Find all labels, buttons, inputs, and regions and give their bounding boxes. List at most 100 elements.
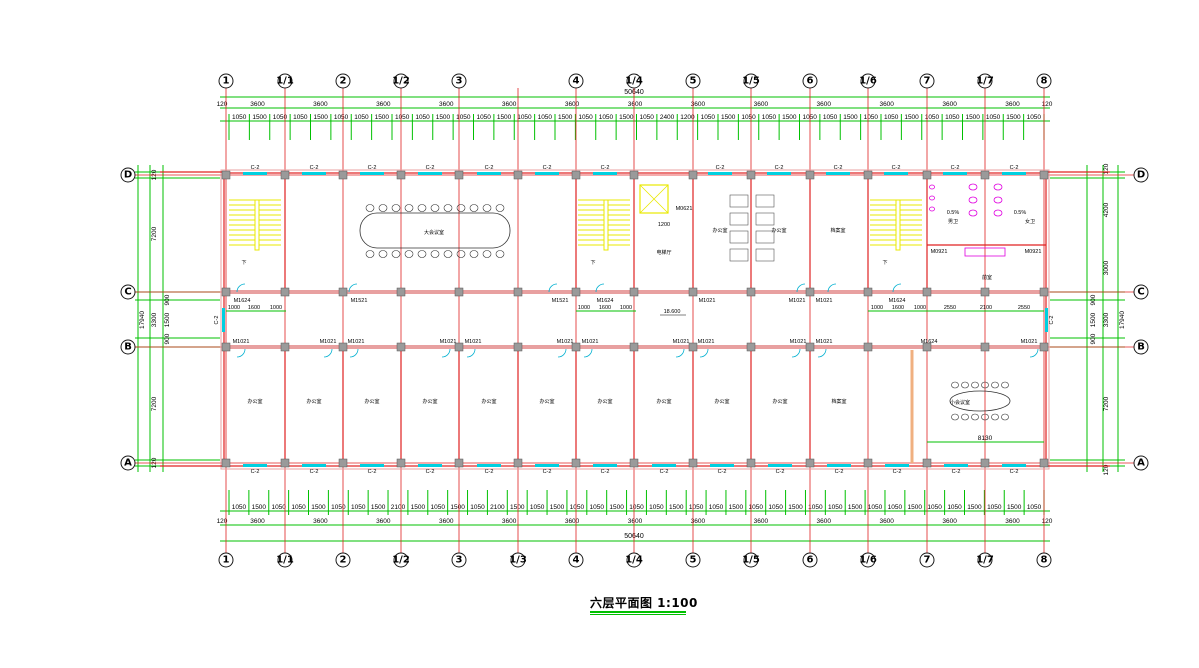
meet-chair-n-5: [1001, 381, 1009, 389]
dim-detail-22: 1200: [680, 114, 695, 121]
dim-r-total3300: 3300: [1103, 312, 1110, 327]
column-6-B: [571, 342, 581, 352]
window-n-0: [243, 172, 267, 175]
column-0-B: [221, 342, 231, 352]
dim-detail-20: 1050: [639, 114, 654, 121]
corridor-dim-11: 2550: [1018, 305, 1030, 311]
stair-mid-well: [603, 199, 609, 251]
meet-chair-s-3: [981, 413, 989, 421]
door-label-n-7: M1624: [889, 298, 906, 304]
column-7-D: [629, 170, 639, 180]
dim-r-5: 900: [1090, 333, 1097, 344]
slope-left: 0.5%: [947, 210, 960, 216]
door-label-s-3: M1021: [440, 339, 457, 345]
window-n-label-2: C-2: [368, 165, 377, 171]
wc-fixture-b-0: [993, 183, 1003, 191]
axis-left-D-circle: [120, 167, 136, 183]
meet-chair-s-4: [991, 413, 999, 421]
room-wc-f-label: 女卫: [1025, 218, 1035, 225]
window-s-12: [944, 464, 968, 467]
axis-right-A-circle: [1133, 455, 1149, 471]
column-7-A: [629, 458, 639, 468]
door-label-s-4: M1021: [465, 339, 482, 345]
column-10-A: [805, 458, 815, 468]
window-n-8: [767, 172, 791, 175]
dim-b-detail-26: 1050: [749, 504, 764, 511]
dim-detail-35: 1050: [945, 114, 960, 121]
axis-bottom-4-circle: [451, 552, 467, 568]
column-2-B: [338, 342, 348, 352]
room-office-s-7: 办公室: [656, 398, 671, 405]
conf-chair-n-4: [417, 204, 427, 212]
room-archive-n: 档案室: [830, 227, 845, 234]
window-s-label-1: C-2: [310, 469, 319, 475]
window-n-label-12: C-2: [1010, 165, 1019, 171]
desk-b-0: [755, 194, 775, 208]
window-n-3: [418, 172, 442, 175]
dim-b-detail-17: 1050: [570, 504, 585, 511]
axis-bottom-9-label: 1/5: [742, 555, 760, 566]
axis-top-1-circle: [277, 73, 293, 89]
column-0-C: [221, 287, 231, 297]
column-4-A: [454, 458, 464, 468]
dim-b-bay-4: 3600: [502, 518, 517, 525]
axis-top-13-label: 8: [1041, 76, 1048, 87]
column-14-C: [1039, 287, 1049, 297]
axis-grid: [135, 88, 1134, 553]
wc-fixture-b-2: [993, 209, 1003, 217]
conf-chair-s-0: [365, 250, 375, 258]
meet-chair-n-3: [981, 381, 989, 389]
dim-detail-4: 1500: [313, 114, 328, 121]
dim-b-detail-38: 1050: [987, 504, 1002, 511]
door-label-s-2: M1021: [348, 339, 365, 345]
dim-bay-1: 3600: [313, 101, 328, 108]
wc-fixture-a-1: [968, 196, 978, 204]
window-s-9: [768, 464, 792, 467]
room-meeting-small-label: 小会议室: [950, 399, 970, 406]
column-1-C: [280, 287, 290, 297]
axis-top-6-label: 1/4: [625, 76, 643, 87]
room-office-s-0: 办公室: [247, 398, 262, 405]
stair-west-well: [254, 199, 260, 251]
dim-detail-29: 1050: [823, 114, 838, 121]
sink-counter: [964, 247, 1006, 257]
axis-top-7-label: 5: [690, 76, 697, 87]
side-dimensions: 1207200900150090072001203300179401204200…: [135, 163, 1126, 475]
axis-top-6-circle: [626, 73, 642, 89]
dim-detail-33: 1500: [904, 114, 919, 121]
axis-left-D-label: D: [124, 170, 132, 181]
door-label-s-1: M1021: [320, 339, 337, 345]
axis-top-11-label: 7: [924, 76, 931, 87]
axis-right-B-label: B: [1137, 342, 1145, 353]
wc-fixture-a-0: [968, 183, 978, 191]
axis-bottom-1-label: 1/1: [276, 555, 294, 566]
axis-left-A-label: A: [124, 458, 132, 469]
dim-b-detail-39: 1500: [1007, 504, 1022, 511]
room-office-s-4: 办公室: [481, 398, 496, 405]
dim-b-detail-5: 1050: [331, 504, 346, 511]
axis-top-10-label: 1/6: [859, 76, 877, 87]
axis-left-B-label: B: [124, 342, 132, 353]
axis-bottom-8-label: 5: [690, 555, 697, 566]
axis-top-7-circle: [685, 73, 701, 89]
dim-detail-10: 1500: [436, 114, 451, 121]
dim-b-detail-3: 1050: [291, 504, 306, 511]
axis-bottom-8-circle: [685, 552, 701, 568]
window-s-13: [1002, 464, 1026, 467]
meet-chair-s-2: [971, 413, 979, 421]
dim-b-bay-5: 3600: [565, 518, 580, 525]
window-s-label-6: C-2: [601, 469, 610, 475]
column-1-A: [280, 458, 290, 468]
column-13-C: [980, 287, 990, 297]
door-n-5: [827, 283, 837, 293]
door-m0621: M0621: [676, 206, 693, 212]
column-12-B: [922, 342, 932, 352]
desk-a-1: [729, 212, 749, 226]
axis-top-8-circle: [743, 73, 759, 89]
corridor-dim-5: 1000: [620, 305, 632, 311]
dim-detail-38: 1500: [1006, 114, 1021, 121]
dim-b-detail-24: 1050: [709, 504, 724, 511]
dim-b-detail-18: 1050: [590, 504, 605, 511]
